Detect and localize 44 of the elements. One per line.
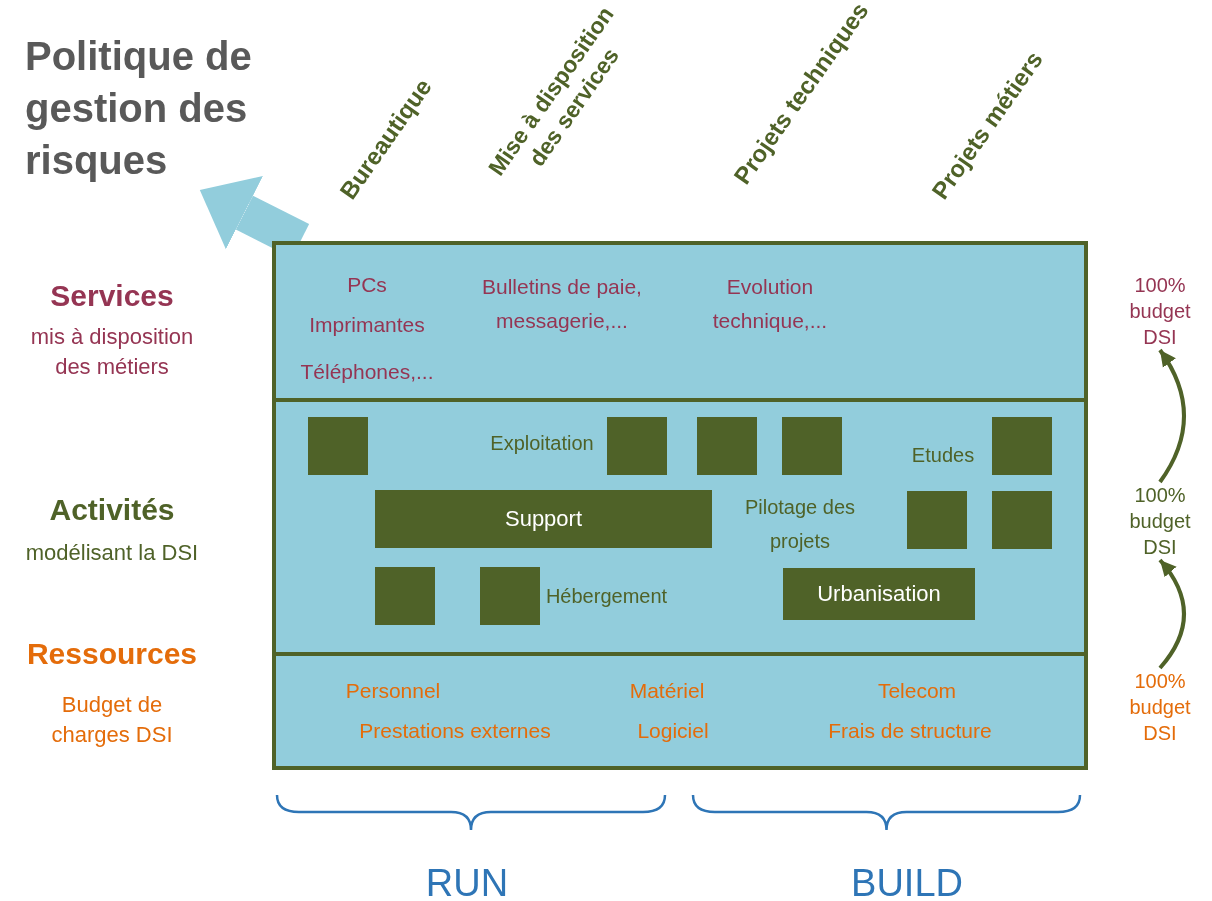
- budget-note: 100% budget DSI: [1112, 482, 1208, 560]
- band-text: Bulletins de paie, messagerie,...: [482, 274, 642, 334]
- activity-bar: Support: [375, 490, 712, 548]
- activity-block: [607, 417, 667, 475]
- activity-block: [375, 567, 435, 625]
- activity-block: [992, 417, 1052, 475]
- band-text: Telecom: [876, 678, 958, 704]
- activity-block: [782, 417, 842, 475]
- band-text: Pilotage des projets: [743, 495, 857, 554]
- activity-bar: Urbanisation: [783, 568, 975, 620]
- band-text: Hébergement: [544, 584, 669, 609]
- activities-band: [276, 402, 1084, 652]
- arrow: [1158, 348, 1186, 484]
- row-subheading: modélisant la DSI: [24, 539, 200, 567]
- band-text: Prestations externes: [358, 718, 552, 744]
- group-label: BUILD: [850, 861, 964, 901]
- resources-band: [276, 656, 1084, 766]
- services-band: [276, 245, 1084, 398]
- group-label: RUN: [424, 861, 510, 901]
- band-text: PCs: [346, 272, 388, 298]
- row-heading: Ressources: [25, 636, 199, 672]
- activity-block: [907, 491, 967, 549]
- band-text: Logiciel: [636, 718, 710, 744]
- activity-block: [697, 417, 757, 475]
- row-heading: Services: [49, 278, 175, 314]
- band-text: Personnel: [344, 678, 442, 704]
- activity-block: [308, 417, 368, 475]
- arrow: [1158, 558, 1186, 670]
- band-text: Exploitation: [489, 431, 595, 456]
- activity-block: [992, 491, 1052, 549]
- row-subheading: Budget de charges DSI: [50, 691, 174, 749]
- band-text: Téléphones,...: [299, 359, 435, 385]
- budget-note: 100% budget DSI: [1112, 668, 1208, 746]
- row-subheading: mis à disposition des métiers: [29, 323, 195, 381]
- row-heading: Activités: [48, 492, 176, 528]
- band-text: Matériel: [628, 678, 706, 704]
- band-text: Frais de structure: [827, 718, 993, 744]
- matrix-frame: [272, 241, 1088, 770]
- band-text: Etudes: [910, 443, 976, 468]
- band-text: Imprimantes: [308, 312, 426, 338]
- heading-text: Politique de gestion des risques: [25, 30, 255, 190]
- band-text: Evolution technique,...: [711, 274, 829, 334]
- activity-block: [480, 567, 540, 625]
- budget-note: 100% budget DSI: [1112, 272, 1208, 350]
